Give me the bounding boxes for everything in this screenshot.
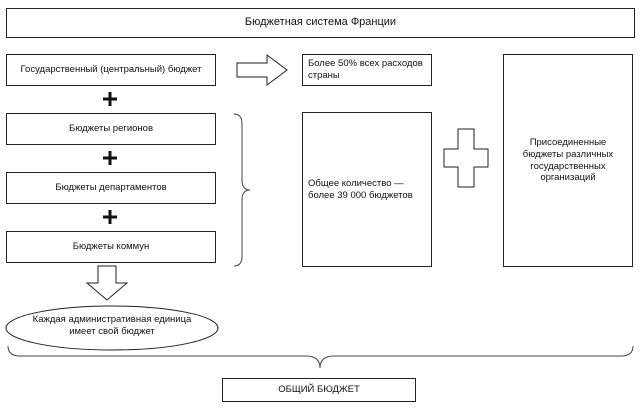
right-arrow-icon [236, 54, 288, 86]
attached-budgets-label: Присоединенные бюджеты различных государ… [522, 136, 614, 184]
bottom-brace-icon [7, 345, 634, 369]
attached-budgets-box: Присоединенные бюджеты различных государ… [503, 54, 633, 267]
departments-box: Бюджеты департаментов [6, 172, 216, 204]
general-budget-box: ОБЩИЙ БЮДЖЕТ [222, 378, 416, 402]
right-brace-icon [233, 113, 251, 267]
departments-label: Бюджеты департаментов [55, 182, 167, 194]
state-budget-box: Государственный (центральный) бюджет [6, 54, 216, 86]
each-unit-label: Каждая административная единица имеет св… [32, 314, 192, 337]
regions-label: Бюджеты регионов [68, 123, 154, 135]
communes-box: Бюджеты коммун [6, 231, 216, 263]
regions-box: Бюджеты регионов [6, 113, 216, 145]
total-count-box: Общее количество — более 39 000 бюджетов [302, 112, 432, 267]
general-budget-label: ОБЩИЙ БЮДЖЕТ [278, 384, 360, 396]
ellipse-shape [5, 305, 219, 351]
communes-label: Бюджеты коммун [72, 241, 150, 253]
cross-plus-icon [443, 128, 489, 188]
state-budget-label: Государственный (центральный) бюджет [20, 64, 202, 76]
plus-icon [103, 151, 117, 165]
share-note-box: Более 50% всех расходов страны [302, 54, 432, 86]
down-arrow-icon [85, 265, 129, 301]
plus-icon [103, 210, 117, 224]
plus-icon [103, 92, 117, 106]
title-box: Бюджетная система Франции [6, 8, 635, 38]
share-note-label: Более 50% всех расходов страны [308, 58, 423, 81]
diagram-title: Бюджетная система Франции [244, 16, 397, 29]
total-count-label: Общее количество — более 39 000 бюджетов [308, 177, 413, 201]
